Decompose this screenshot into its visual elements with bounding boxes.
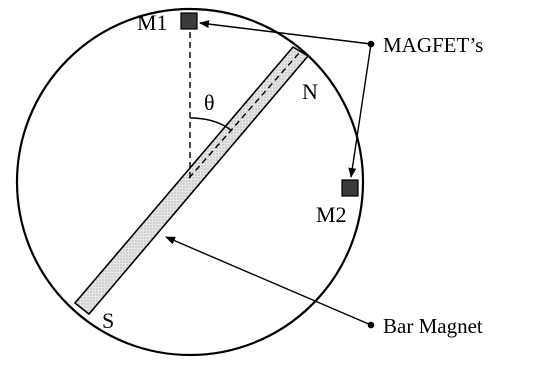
- magnet-axis-dashed-line: [188, 51, 301, 179]
- bar-magnet: [73, 45, 310, 316]
- label-bar-magnet: Bar Magnet: [383, 314, 483, 338]
- label-m1: M1: [137, 10, 168, 35]
- label-north: N: [302, 79, 318, 104]
- rotating-disc: [15, 7, 365, 357]
- angle-arc: [189, 117, 233, 132]
- magfet-sensor-m1: [180, 12, 198, 30]
- arrow-to-m1: [199, 20, 372, 45]
- magfet-sensor-m2: [341, 179, 359, 197]
- label-south: S: [102, 308, 114, 333]
- label-magfets: MAGFET’s: [383, 33, 483, 57]
- label-angle-theta: θ: [204, 90, 215, 115]
- label-m2: M2: [316, 202, 347, 227]
- arrow-to-bar-magnet: [165, 236, 372, 326]
- arrow-to-m2: [348, 43, 372, 178]
